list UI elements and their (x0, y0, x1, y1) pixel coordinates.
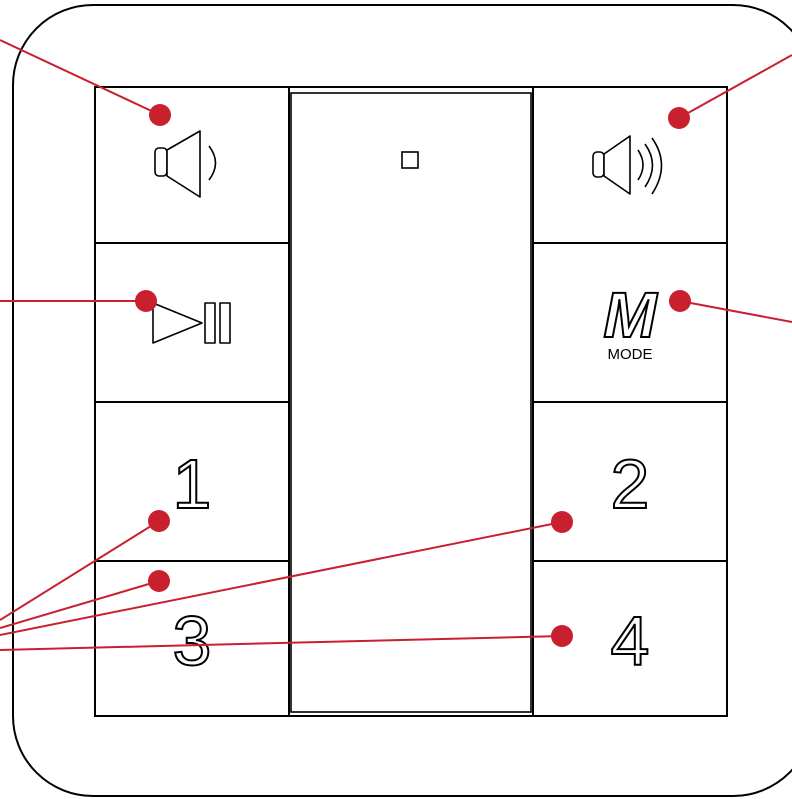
callout-dot-preset-1 (148, 510, 170, 532)
callout-dots (135, 104, 691, 647)
callout-line-preset-4 (0, 635, 563, 651)
mode-icon: M MODE (602, 278, 659, 363)
callout-leaders (0, 39, 792, 651)
callout-line-mode (679, 300, 792, 323)
status-led-icon (401, 151, 419, 169)
callout-dot-mode (669, 290, 691, 312)
center-panel-inner (290, 92, 532, 713)
preset-3-button[interactable]: 3 (172, 601, 213, 681)
button-grid (94, 86, 728, 717)
callout-dot-preset-2 (551, 511, 573, 533)
speaker-low-icon (154, 130, 217, 198)
mode-button[interactable]: M MODE (602, 278, 659, 363)
callout-dot-preset-4 (551, 625, 573, 647)
preset-1-label: 1 (173, 445, 212, 523)
center-panel (290, 92, 532, 713)
callout-dot-volume-up (668, 107, 690, 129)
volume-down-button[interactable] (154, 130, 217, 198)
preset-1-button[interactable]: 1 (172, 444, 213, 524)
volume-up-button[interactable] (592, 135, 663, 195)
mode-label: MODE (608, 346, 653, 363)
callout-line-volume-up (678, 54, 792, 119)
mode-letter: M (603, 279, 658, 351)
preset-2-button[interactable]: 2 (610, 444, 651, 524)
callout-dot-preset-3 (148, 570, 170, 592)
speaker-high-icon (592, 135, 663, 195)
callout-line-preset-3 (0, 580, 160, 629)
callout-line-preset-1 (0, 520, 160, 621)
preset-4-button[interactable]: 4 (610, 601, 651, 681)
callout-dot-volume-down (149, 104, 171, 126)
play-pause-button[interactable] (152, 302, 231, 344)
preset-3-label: 3 (173, 602, 212, 680)
callout-dot-play-pause (135, 290, 157, 312)
outer-frame (12, 4, 792, 797)
preset-2-label: 2 (611, 445, 650, 523)
callout-line-preset-2 (0, 521, 563, 636)
play-pause-icon (152, 302, 231, 344)
preset-4-label: 4 (611, 602, 650, 680)
callout-line-volume-down (0, 39, 161, 116)
